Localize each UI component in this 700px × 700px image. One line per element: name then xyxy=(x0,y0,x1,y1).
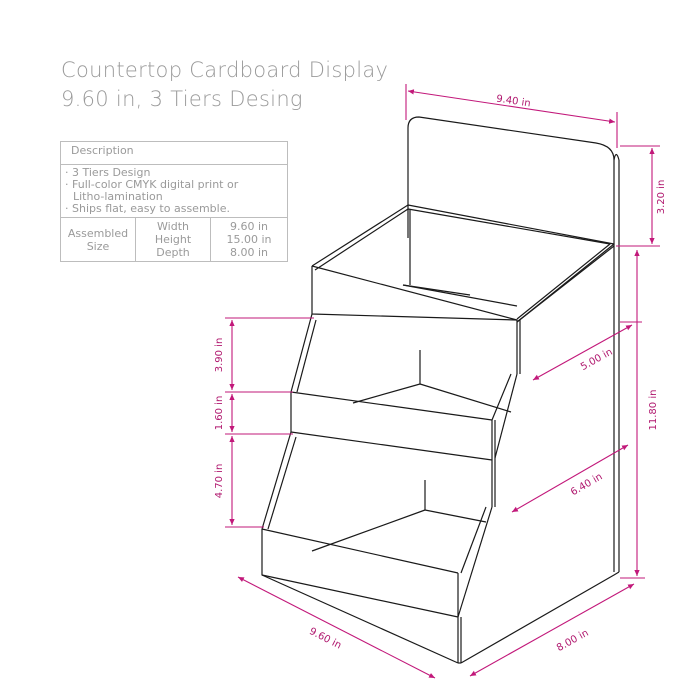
dim-base-depth xyxy=(469,583,635,677)
label-lip-height: 1.60 in xyxy=(214,396,225,431)
description-item: · 3 Tiers Design xyxy=(65,166,151,179)
width-label: Width xyxy=(157,220,189,233)
top-tier-front xyxy=(311,266,518,374)
description-item: · Full-color CMYK digital print or xyxy=(65,178,239,191)
description-item: · Ships flat, easy to assemble. xyxy=(65,202,230,215)
size-values-cell: 9.60 in 15.00 in 8.00 in xyxy=(210,217,288,262)
assembled-label-line2: Size xyxy=(86,239,110,253)
base-side xyxy=(460,571,620,664)
label-body-height: 11.80 in xyxy=(648,390,659,431)
dim-middle-depth xyxy=(511,444,629,513)
description-header: Description xyxy=(60,141,288,165)
label-tier2-height: 4.70 in xyxy=(214,464,225,499)
assembled-label-line1: Assembled xyxy=(67,226,129,240)
lower-tier-front xyxy=(261,529,459,663)
title-line-1: Countertop Cardboard Display xyxy=(61,58,389,82)
description-list: · 3 Tiers Design · Full-color CMYK digit… xyxy=(65,167,283,215)
label-tier1-height: 3.90 in xyxy=(214,338,225,373)
dimension-lines xyxy=(225,84,660,679)
dim-base-width xyxy=(237,576,436,679)
depth-label: Depth xyxy=(156,246,190,259)
display-outline xyxy=(261,116,620,664)
height-label: Height xyxy=(154,233,192,246)
label-top-width: 9.40 in xyxy=(495,94,531,110)
height-value: 15.00 in xyxy=(226,233,272,246)
width-value: 9.60 in xyxy=(229,220,269,233)
top-tier-rim xyxy=(311,204,615,323)
depth-value: 8.00 in xyxy=(229,246,269,259)
label-base-depth: 8.00 in xyxy=(555,628,591,654)
size-names-cell: Width Height Depth xyxy=(135,217,211,262)
description-cell: · 3 Tiers Design · Full-color CMYK digit… xyxy=(60,164,288,218)
dim-top-width xyxy=(407,89,616,124)
title-line-2: 9.60 in, 3 Tiers Desing xyxy=(61,87,303,111)
label-base-width: 9.60 in xyxy=(307,626,343,651)
assembled-size-label: Assembled Size xyxy=(60,217,136,262)
middle-tier-front xyxy=(290,392,493,507)
label-top-depth: 5.00 in xyxy=(579,347,615,373)
dim-top-depth xyxy=(532,324,633,381)
description-item: Litho-lamination xyxy=(73,190,163,203)
spec-table: Description · 3 Tiers Design · Full-colo… xyxy=(60,141,288,262)
label-header-height: 3.20 in xyxy=(656,180,667,215)
